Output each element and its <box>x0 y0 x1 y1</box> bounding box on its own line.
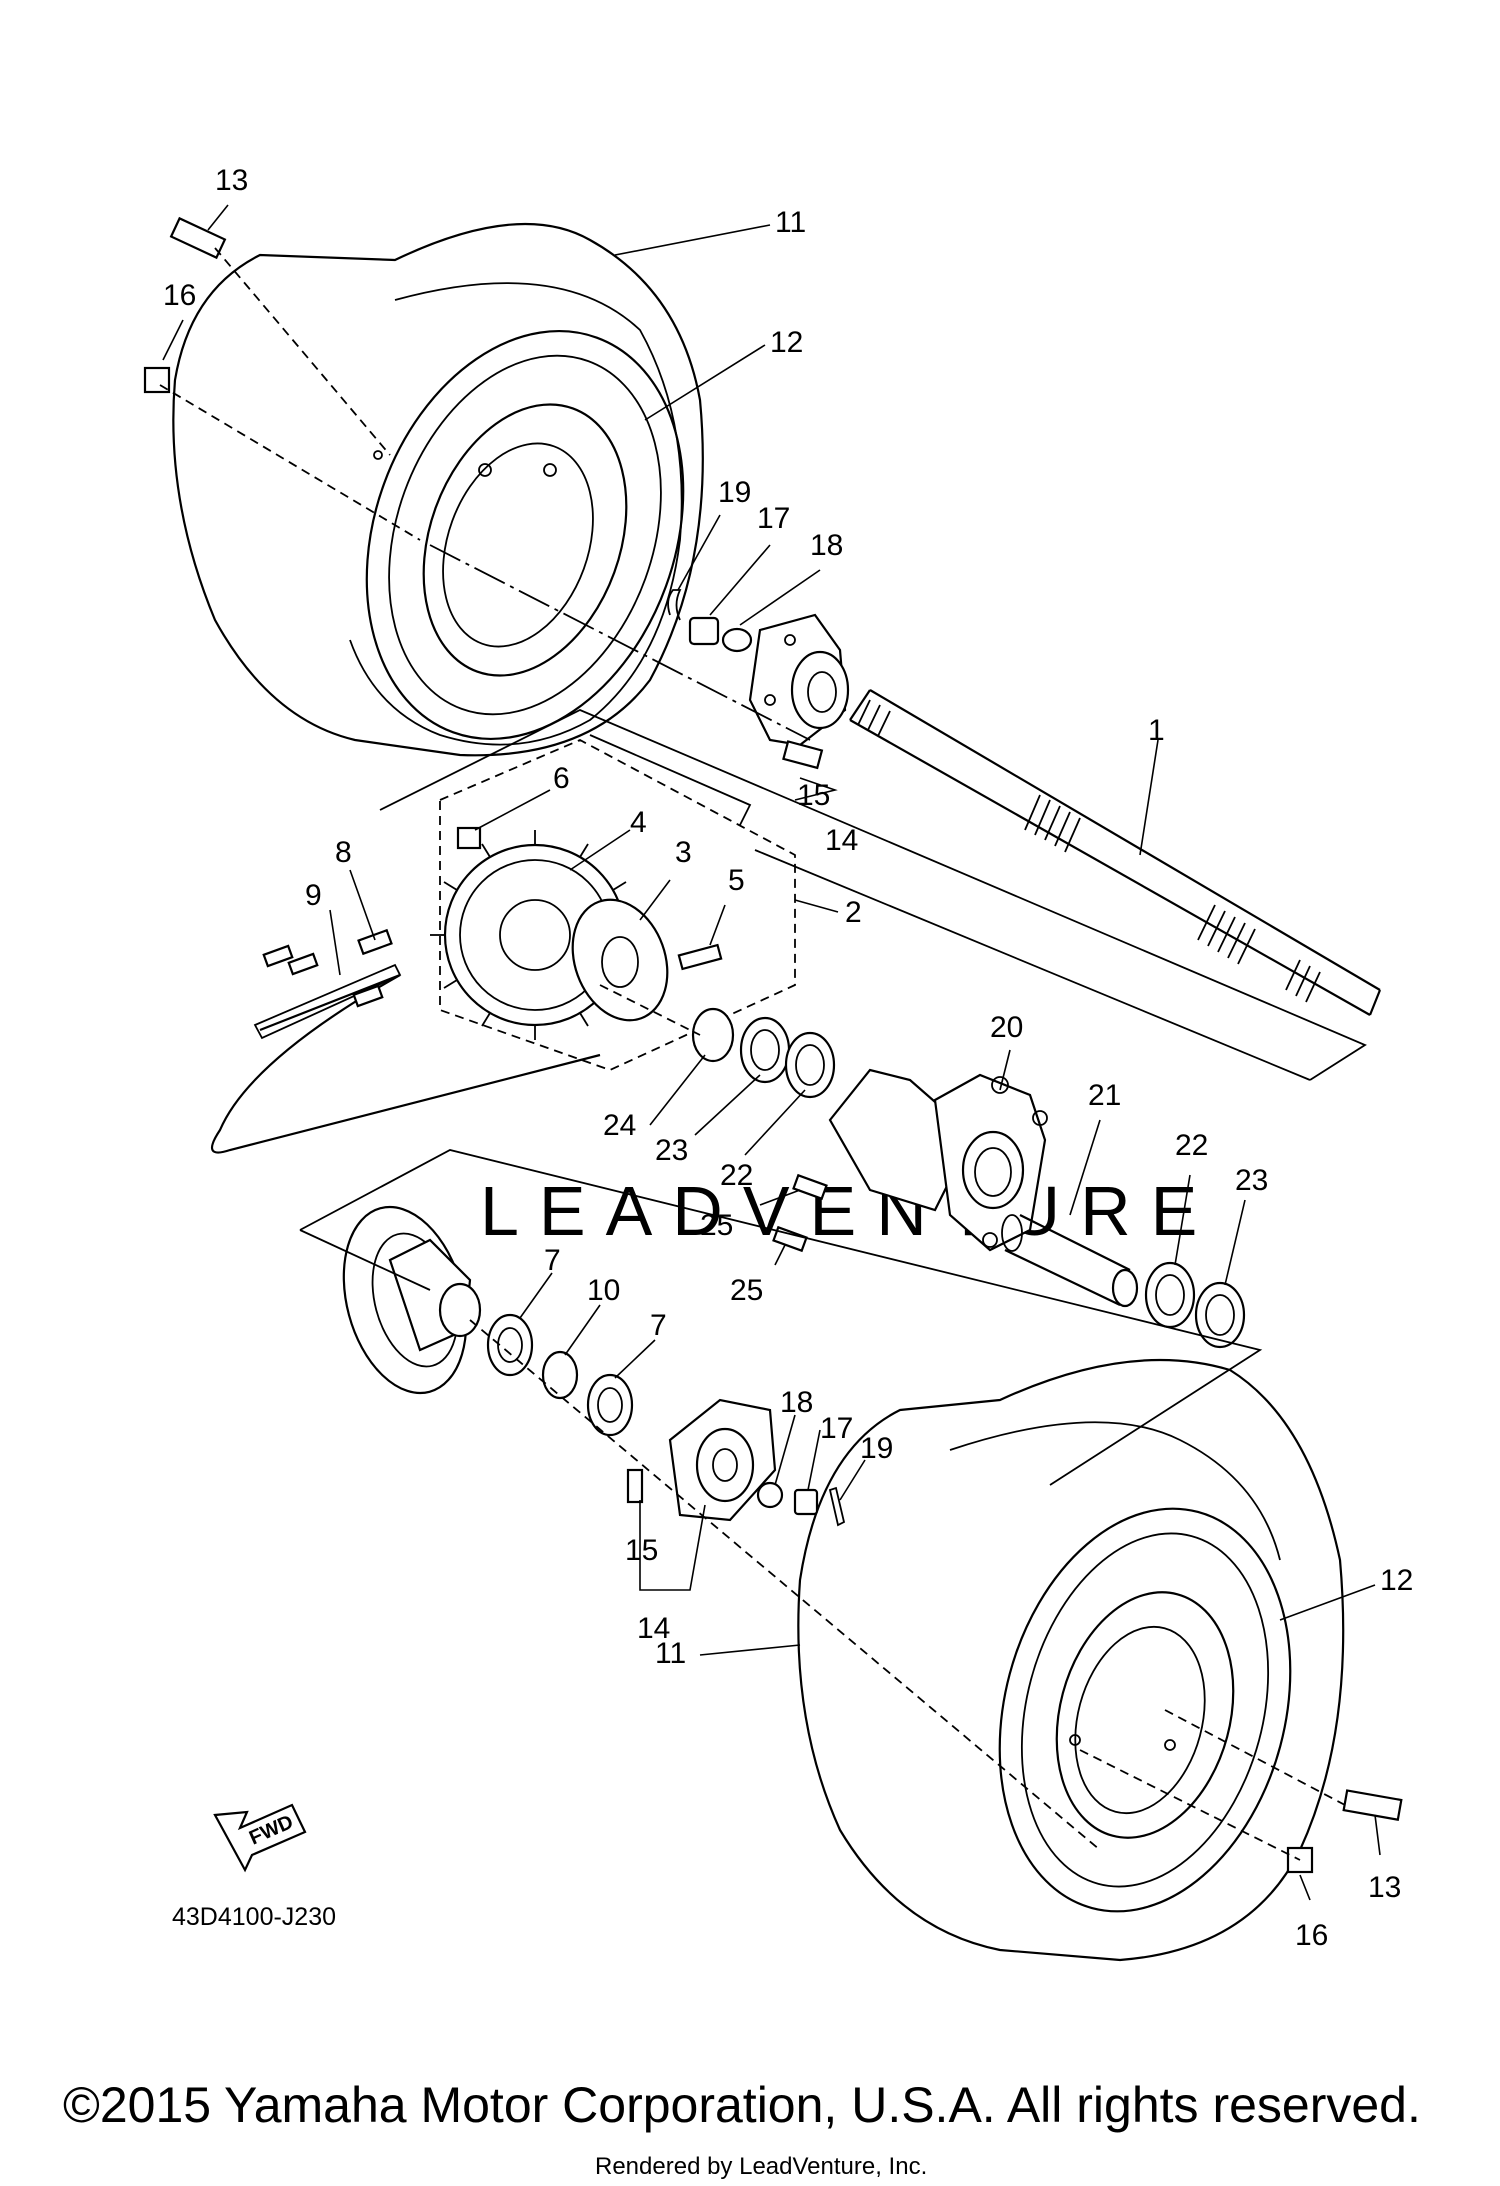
drawing-code: 43D4100-J230 <box>172 1903 336 1931</box>
nut-17 <box>793 1488 819 1516</box>
bearing-22 <box>784 1031 836 1099</box>
spacer-tube <box>1001 1214 1139 1308</box>
callout-25-a: 25 <box>700 1209 733 1242</box>
cotter-pin-19 <box>828 1486 846 1527</box>
axle-housing <box>828 1068 1048 1252</box>
callout-13-a: 13 <box>215 164 248 197</box>
callout-10: 10 <box>587 1274 620 1307</box>
hub-bolt-15 <box>626 1468 644 1504</box>
lock-washer-10 <box>541 1350 579 1400</box>
callout-6: 6 <box>553 762 570 795</box>
callout-24: 24 <box>603 1109 636 1142</box>
group-outlines <box>299 709 1367 1486</box>
collar-24 <box>691 1007 735 1063</box>
callout-17-a: 17 <box>757 502 790 535</box>
callout-1: 1 <box>1148 714 1165 747</box>
valve-stem-13-top <box>169 216 227 260</box>
callout-14-b: 14 <box>637 1612 670 1645</box>
callout-12-b: 12 <box>1380 1564 1413 1597</box>
bearing-7-a <box>486 1313 534 1377</box>
callout-numbers: 1 2 3 4 5 6 7 7 8 9 10 11 11 12 12 13 13… <box>163 164 1413 1952</box>
callout-14-a: 14 <box>825 824 858 857</box>
callout-22-b: 22 <box>1175 1129 1208 1162</box>
callout-11-a: 11 <box>775 206 806 239</box>
lower-tire-and-wheel <box>797 1358 1345 1962</box>
watermark: LEADVENTURE <box>480 1172 1217 1250</box>
callout-18-a: 18 <box>810 529 843 562</box>
callout-13-b: 13 <box>1368 1871 1401 1904</box>
bearing-22-right <box>1144 1261 1196 1329</box>
brake-disc <box>342 1205 482 1395</box>
callout-19-b: 19 <box>860 1432 893 1465</box>
callout-19-a: 19 <box>718 476 751 509</box>
callout-11-b: 11 <box>655 1637 686 1670</box>
callout-15-b: 15 <box>625 1534 658 1567</box>
callout-7-a: 7 <box>544 1244 561 1277</box>
callout-12-a: 12 <box>770 326 803 359</box>
callout-22-a: 22 <box>720 1159 753 1192</box>
bolt-25-b <box>772 1225 808 1253</box>
callout-23-a: 23 <box>655 1134 688 1167</box>
callout-9: 9 <box>305 879 322 912</box>
rendered-by-notice: Rendered by LeadVenture, Inc. <box>595 2153 927 2180</box>
lower-axle-hub <box>668 1398 777 1522</box>
rear-axle <box>849 689 1382 1016</box>
callout-18-b: 18 <box>780 1386 813 1419</box>
drive-chain <box>210 928 601 1154</box>
callout-2: 2 <box>845 896 862 929</box>
oil-seal-23-right <box>1194 1281 1246 1349</box>
sprocket-bolt <box>677 943 723 971</box>
upper-axle-hub <box>748 613 850 770</box>
fwd-direction-arrow: FWD <box>213 1803 307 1873</box>
callout-17-b: 17 <box>820 1412 853 1445</box>
callout-8: 8 <box>335 836 352 869</box>
callout-21: 21 <box>1088 1079 1121 1112</box>
valve-stem-13-bottom <box>1342 1789 1403 1821</box>
copyright-notice: ©2015 Yamaha Motor Corporation, U.S.A. A… <box>63 2077 1421 2133</box>
bearing-7-b <box>586 1373 634 1437</box>
sprocket-nut <box>456 826 482 850</box>
callout-5: 5 <box>728 864 745 897</box>
washer-18 <box>756 1481 784 1509</box>
upper-tire-and-wheel <box>172 222 704 757</box>
leader-lines <box>162 204 1381 1901</box>
callout-7-b: 7 <box>650 1309 667 1342</box>
callout-16-b: 16 <box>1295 1919 1328 1952</box>
callout-15-a: 15 <box>797 779 830 812</box>
callout-4: 4 <box>630 806 647 839</box>
bolt-25-a <box>792 1173 828 1201</box>
oil-seal-23 <box>739 1016 791 1084</box>
callout-23-b: 23 <box>1235 1164 1268 1197</box>
callout-25-b: 25 <box>730 1274 763 1307</box>
callout-3: 3 <box>675 836 692 869</box>
callout-20: 20 <box>990 1011 1023 1044</box>
assembly-lines <box>159 247 1346 1861</box>
sprocket-hub <box>571 898 669 1022</box>
callout-16-a: 16 <box>163 279 196 312</box>
upper-nut-washer-pin <box>667 589 753 653</box>
sprocket-group-box <box>439 739 796 1071</box>
